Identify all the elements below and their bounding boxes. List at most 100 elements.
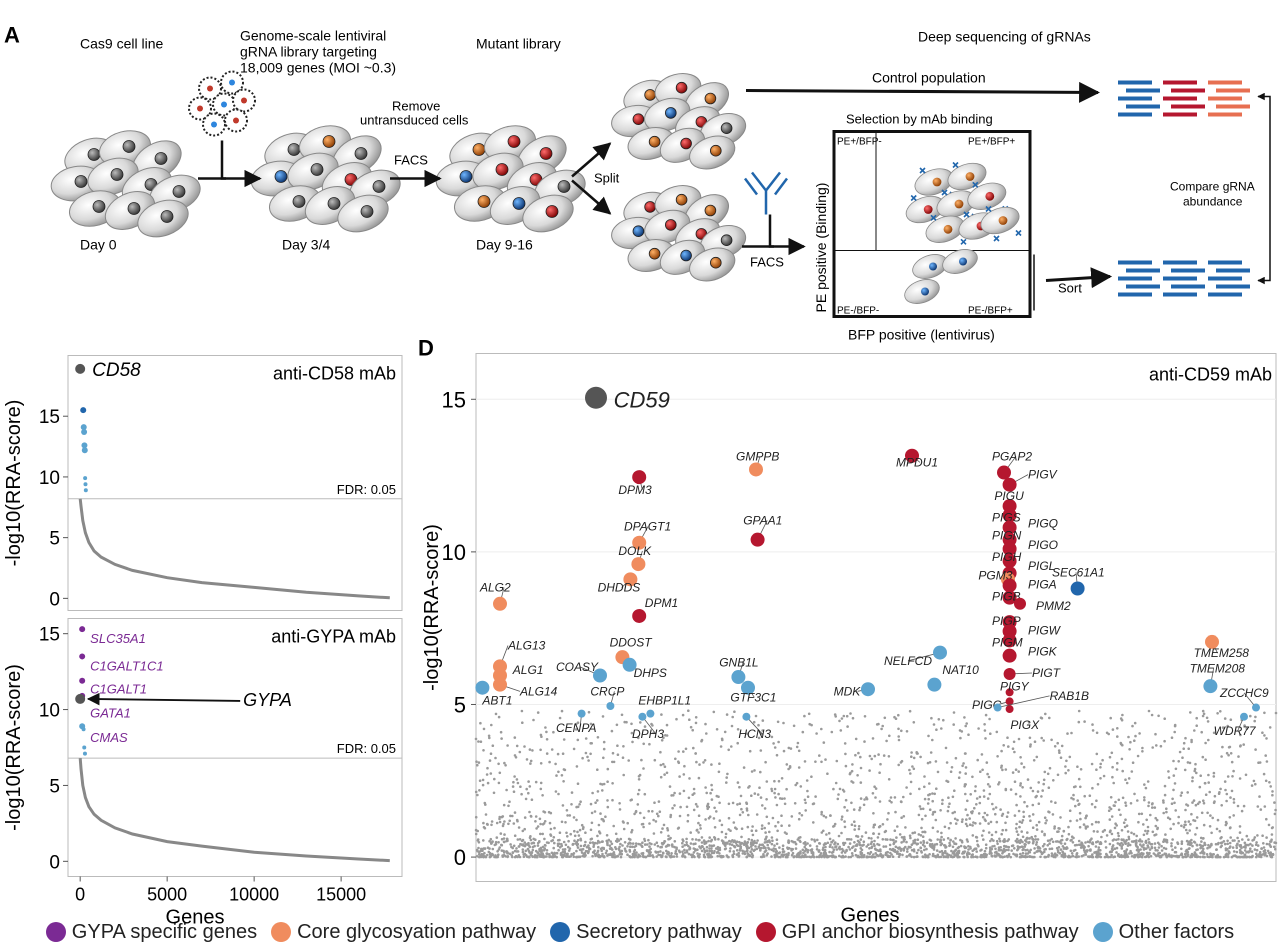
facs-cell-nucleus — [923, 205, 933, 214]
background-point — [661, 827, 664, 830]
background-point — [1204, 793, 1208, 796]
background-point — [925, 841, 929, 844]
background-point — [990, 837, 993, 841]
legend-item: Other factors — [1092, 921, 1234, 944]
day0-label: Day 0 — [80, 237, 117, 253]
background-point — [815, 855, 819, 859]
background-point — [476, 793, 479, 797]
background-point — [897, 855, 901, 859]
background-point — [610, 729, 614, 733]
background-point — [1162, 811, 1165, 815]
background-point — [785, 763, 789, 766]
background-point — [743, 840, 747, 843]
x-tick-label: 15000 — [316, 885, 366, 905]
legend-swatch — [271, 922, 292, 942]
background-point — [1171, 838, 1174, 841]
background-point — [1177, 821, 1180, 825]
background-point — [727, 802, 731, 806]
background-point — [660, 739, 664, 742]
background-point — [1086, 825, 1089, 828]
background-point — [747, 813, 750, 817]
background-point — [715, 810, 718, 813]
background-point — [869, 842, 873, 845]
background-point — [476, 763, 479, 767]
background-point — [1142, 852, 1145, 855]
background-point — [799, 840, 802, 844]
background-point — [1250, 855, 1254, 859]
background-point — [773, 844, 776, 847]
background-point — [1140, 852, 1143, 855]
background-point — [796, 741, 800, 745]
background-point — [673, 845, 676, 849]
background-point — [1042, 739, 1045, 742]
background-point — [657, 814, 660, 818]
background-point — [1085, 814, 1088, 818]
background-point — [606, 805, 610, 809]
background-point — [745, 855, 748, 859]
background-point — [592, 845, 595, 848]
cell-nucleus — [644, 201, 656, 213]
background-point — [844, 855, 847, 858]
background-point — [826, 772, 829, 775]
read-bar — [1118, 260, 1152, 265]
background-point — [794, 783, 797, 787]
y-tick-label: 0 — [49, 852, 60, 873]
background-point — [912, 855, 916, 859]
background-point — [948, 844, 951, 848]
background-point — [958, 771, 962, 774]
background-point — [753, 769, 756, 772]
background-point — [549, 827, 553, 831]
facs-cell-nucleus — [965, 172, 975, 181]
background-point — [502, 851, 506, 854]
background-point — [984, 846, 988, 850]
background-point — [1018, 845, 1022, 849]
background-point — [556, 752, 560, 756]
background-point — [730, 745, 733, 748]
background-point — [536, 844, 540, 847]
background-point — [1146, 780, 1150, 783]
background-point — [614, 846, 617, 849]
background-point — [670, 843, 674, 846]
background-point — [1243, 855, 1246, 859]
background-point — [552, 836, 556, 839]
background-point — [543, 847, 546, 850]
background-point — [1068, 809, 1072, 812]
background-point — [659, 763, 663, 767]
background-point — [868, 754, 872, 758]
background-point — [681, 713, 685, 717]
background-point — [849, 838, 853, 841]
background-point — [1165, 810, 1168, 814]
background-point — [874, 848, 878, 851]
background-point — [1025, 805, 1029, 808]
background-point — [770, 842, 774, 846]
background-point — [602, 855, 606, 858]
background-point — [724, 836, 727, 839]
background-point — [905, 786, 908, 789]
background-point — [713, 806, 716, 810]
background-point — [743, 850, 746, 853]
background-point — [954, 837, 957, 840]
background-point — [888, 847, 892, 851]
plot-frame — [475, 353, 1277, 882]
background-point — [941, 802, 944, 805]
background-point — [662, 823, 666, 827]
background-point — [816, 838, 819, 842]
background-point — [1225, 792, 1229, 796]
background-point — [560, 774, 564, 777]
background-point — [880, 727, 883, 731]
data-point — [79, 677, 86, 684]
background-point — [1093, 805, 1097, 809]
background-point — [1228, 816, 1232, 819]
background-point — [1091, 786, 1094, 790]
background-point — [768, 847, 771, 851]
background-point — [596, 842, 599, 845]
background-point — [865, 845, 868, 848]
background-point — [942, 838, 946, 841]
background-point — [964, 822, 968, 826]
background-point — [563, 848, 567, 851]
background-point — [749, 850, 752, 853]
background-point — [559, 853, 563, 857]
background-point — [1011, 747, 1015, 750]
background-point — [1135, 839, 1138, 842]
background-point — [1088, 840, 1091, 844]
